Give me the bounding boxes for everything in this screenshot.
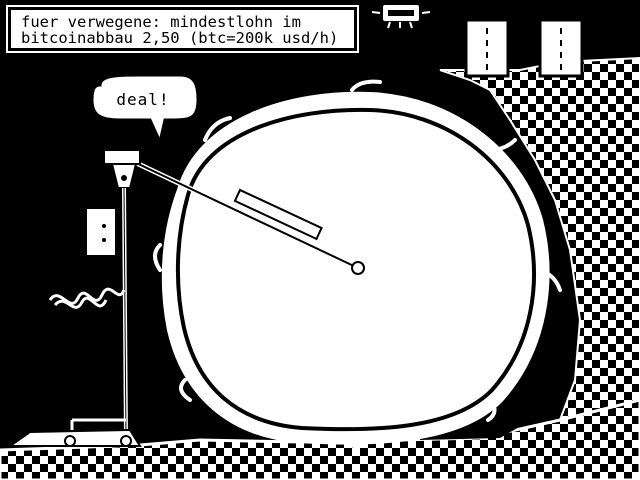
door-panels <box>464 18 584 78</box>
crank-valve-icon <box>103 149 141 441</box>
crank-arm <box>128 157 365 275</box>
mine-cart-icon <box>6 418 142 447</box>
pot-spikes <box>153 79 562 449</box>
control-box <box>85 207 117 257</box>
spring <box>48 287 126 309</box>
mining-pot-rim <box>175 107 536 432</box>
speech-bubble-shape <box>90 73 200 147</box>
caption-line-2: bitcoinabbau 2,50 (btc=200k usd/h) <box>21 29 339 47</box>
speech-bubble-text[interactable]: deal! <box>116 90 170 109</box>
checkered-cliff <box>439 56 640 480</box>
caption-box: fuer verwegene: mindestlohn im bitcoinab… <box>6 5 359 53</box>
caption-line-1: fuer verwegene: mindestlohn im <box>21 13 301 31</box>
robot-bug-icon[interactable] <box>371 3 431 29</box>
